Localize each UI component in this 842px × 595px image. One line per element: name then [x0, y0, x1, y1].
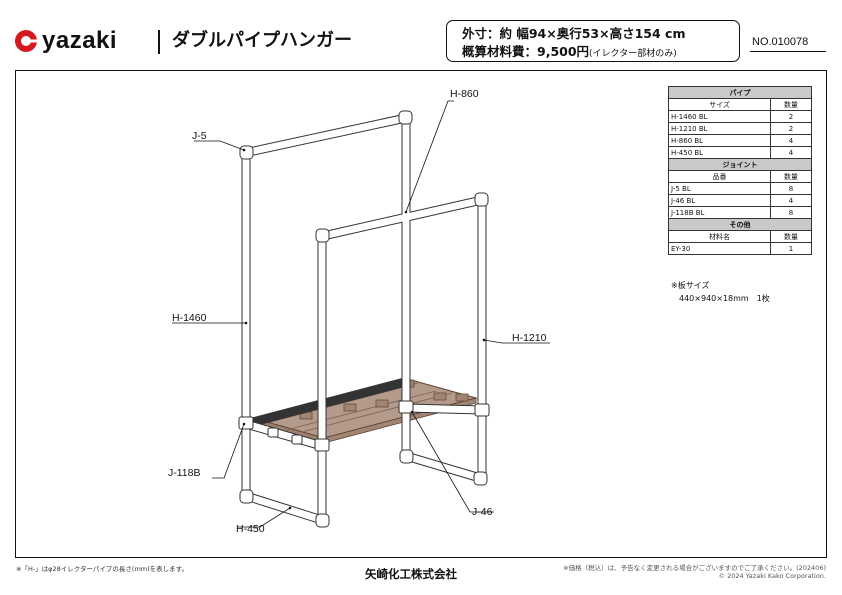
drawing-frame — [15, 70, 827, 558]
label-j5: J-5 — [192, 130, 207, 142]
pipe-col-size: サイズ — [668, 98, 771, 111]
joint-col-code: 品番 — [668, 170, 771, 183]
part-name: J-118B BL — [668, 206, 771, 219]
part-qty: 2 — [770, 122, 812, 135]
label-j46: J-46 — [472, 506, 493, 518]
copyright: © 2024 Yazaki Kako Corporation. — [718, 572, 826, 580]
part-qty: 1 — [770, 242, 812, 255]
part-qty: 8 — [770, 182, 812, 195]
pipe-frame — [241, 113, 487, 525]
spec-box — [446, 20, 740, 62]
part-name: H-450 BL — [668, 146, 771, 159]
document-number-underline — [750, 51, 826, 52]
part-name: J-5 BL — [668, 182, 771, 195]
cost-note: (イレクター部材のみ) — [589, 49, 677, 59]
board-size-value: 440×940×18mm 1枚 — [679, 294, 770, 303]
other-section-title: その他 — [668, 218, 812, 231]
label-h450: H-450 — [236, 523, 265, 535]
cost-text: 概算材料費：9,500円(イレクター部材のみ) — [462, 41, 677, 60]
footer-note: ※「H-」はφ28イレクターパイプの長さ(mm)を表します。 — [16, 565, 188, 573]
board-size-title: ※板サイズ — [671, 281, 710, 290]
pipe-section-title: パイプ — [668, 86, 812, 99]
other-col-qty: 数量 — [770, 230, 812, 243]
part-qty: 4 — [770, 194, 812, 207]
other-col-name: 材料名 — [668, 230, 771, 243]
brand-logo: yazaki — [14, 28, 117, 54]
label-h1460: H-1460 — [172, 312, 207, 324]
dimensions-text: 外寸：約 幅94×奥行53×高さ154 cm — [462, 26, 686, 41]
label-h1210: H-1210 — [512, 332, 547, 344]
part-name: J-46 BL — [668, 194, 771, 207]
part-name: H-860 BL — [668, 134, 771, 147]
part-qty: 2 — [770, 110, 812, 123]
brand-name: yazaki — [42, 27, 118, 54]
header-separator — [158, 30, 160, 54]
label-j118b: J-118B — [168, 467, 201, 479]
price-disclaimer: ※価格（税込）は、予告なく変更される場合がございますのでご了承ください。(202… — [563, 564, 826, 572]
label-h860: H-860 — [450, 88, 479, 100]
document-number: NO.010078 — [752, 36, 809, 48]
joints — [238, 110, 490, 528]
part-name: H-1210 BL — [668, 122, 771, 135]
page-title: ダブルパイプハンガー — [172, 30, 352, 51]
cost-value: 概算材料費：9,500円 — [462, 44, 590, 59]
company-name: 矢崎化工株式会社 — [365, 567, 457, 581]
part-qty: 8 — [770, 206, 812, 219]
joint-section-title: ジョイント — [668, 158, 812, 171]
pipe-col-qty: 数量 — [770, 98, 812, 111]
yazaki-logo-icon — [15, 30, 37, 52]
part-qty: 4 — [770, 134, 812, 147]
joint-col-qty: 数量 — [770, 170, 812, 183]
part-qty: 4 — [770, 146, 812, 159]
part-name: H-1460 BL — [668, 110, 771, 123]
part-name: EY-30 — [668, 242, 771, 255]
